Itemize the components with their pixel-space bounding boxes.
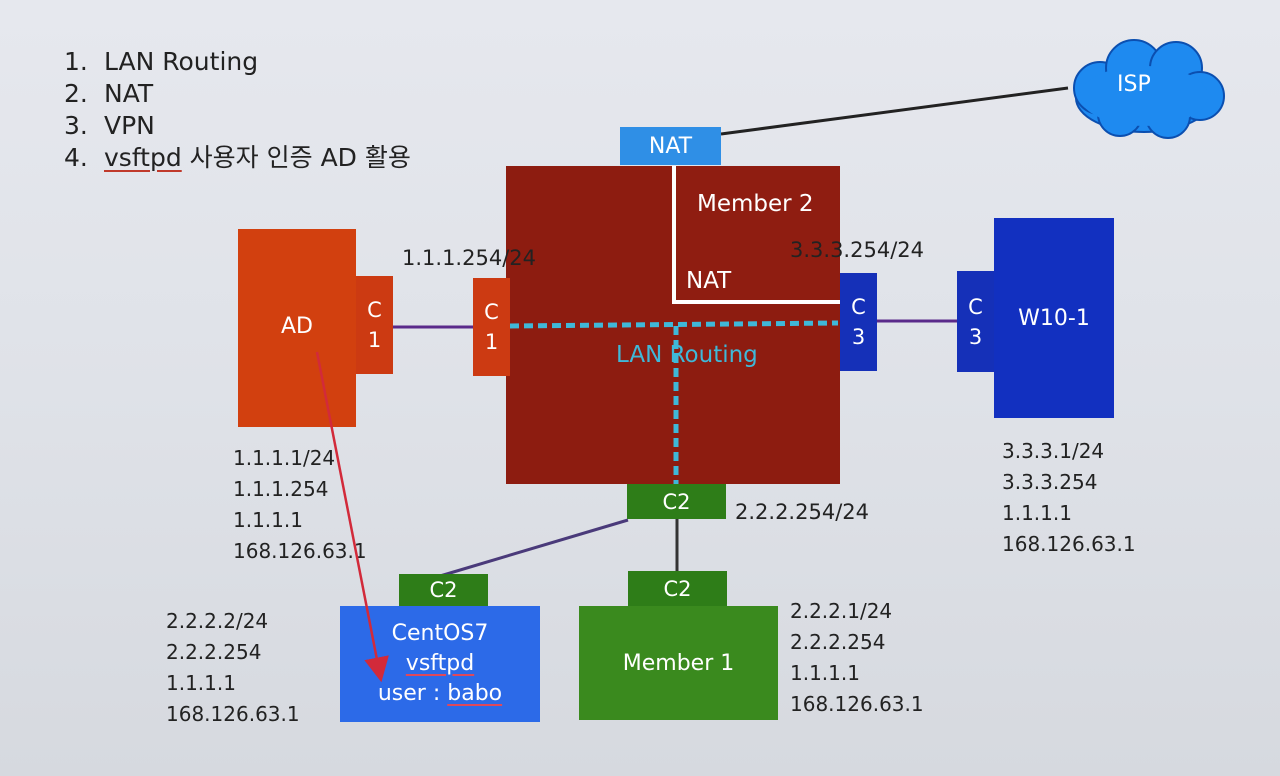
member1-port-c2: C2 xyxy=(628,571,727,606)
nat-port: NAT xyxy=(620,127,721,165)
nat-isp-link xyxy=(720,86,1069,136)
lan-routing-horizontal-path xyxy=(509,320,839,329)
ad-label: AD xyxy=(281,313,313,339)
router-ip-c3: 3.3.3.254/24 xyxy=(790,238,924,262)
lan-routing-label: LAN Routing xyxy=(616,342,758,368)
centos-port-c2: C2 xyxy=(399,574,488,606)
ad-ip-info: 1.1.1.1/24 1.1.1.254 1.1.1.1 168.126.63.… xyxy=(233,446,367,563)
isp-label: ISP xyxy=(1117,72,1151,97)
task-item: 1.LAN Routing xyxy=(64,47,259,76)
centos-user-label: user : babo xyxy=(377,681,503,706)
w10-client: W10-1 xyxy=(994,218,1114,418)
task-item: 3.VPN xyxy=(64,111,155,140)
member1-label: Member 1 xyxy=(622,650,735,676)
centos-service-label: vsftpd xyxy=(405,651,475,676)
member1-ip-info: 2.2.2.1/24 2.2.2.254 1.1.1.1 168.126.63.… xyxy=(790,599,924,716)
task-item: 4.vsftpd 사용자 인증 AD 활용 xyxy=(64,143,411,172)
member1-server: Member 1 xyxy=(579,606,778,720)
w10-label: W10-1 xyxy=(1018,305,1090,331)
ad-auth-arrow xyxy=(315,351,389,683)
member2-region xyxy=(672,166,840,304)
router-centos-link xyxy=(439,518,629,578)
centos-os-label: CentOS7 xyxy=(391,621,489,646)
router-port-c2: C2 xyxy=(627,484,726,519)
router-nat-label: NAT xyxy=(686,268,732,294)
task-list: 1.LAN Routing 2.NAT 3.VPN 4.vsftpd 사용자 인… xyxy=(64,46,411,174)
isp-cloud-icon xyxy=(1073,39,1225,139)
ad-server: AD xyxy=(238,229,356,427)
task-item: 2.NAT xyxy=(64,79,154,108)
w10-ip-info: 3.3.3.1/24 3.3.3.254 1.1.1.1 168.126.63.… xyxy=(1002,439,1136,556)
member2-label: Member 2 xyxy=(697,191,814,217)
router-ip-c1: 1.1.1.254/24 xyxy=(402,246,536,270)
centos-ip-info: 2.2.2.2/24 2.2.2.254 1.1.1.1 168.126.63.… xyxy=(166,609,300,726)
router-ip-c2: 2.2.2.254/24 xyxy=(735,500,869,524)
